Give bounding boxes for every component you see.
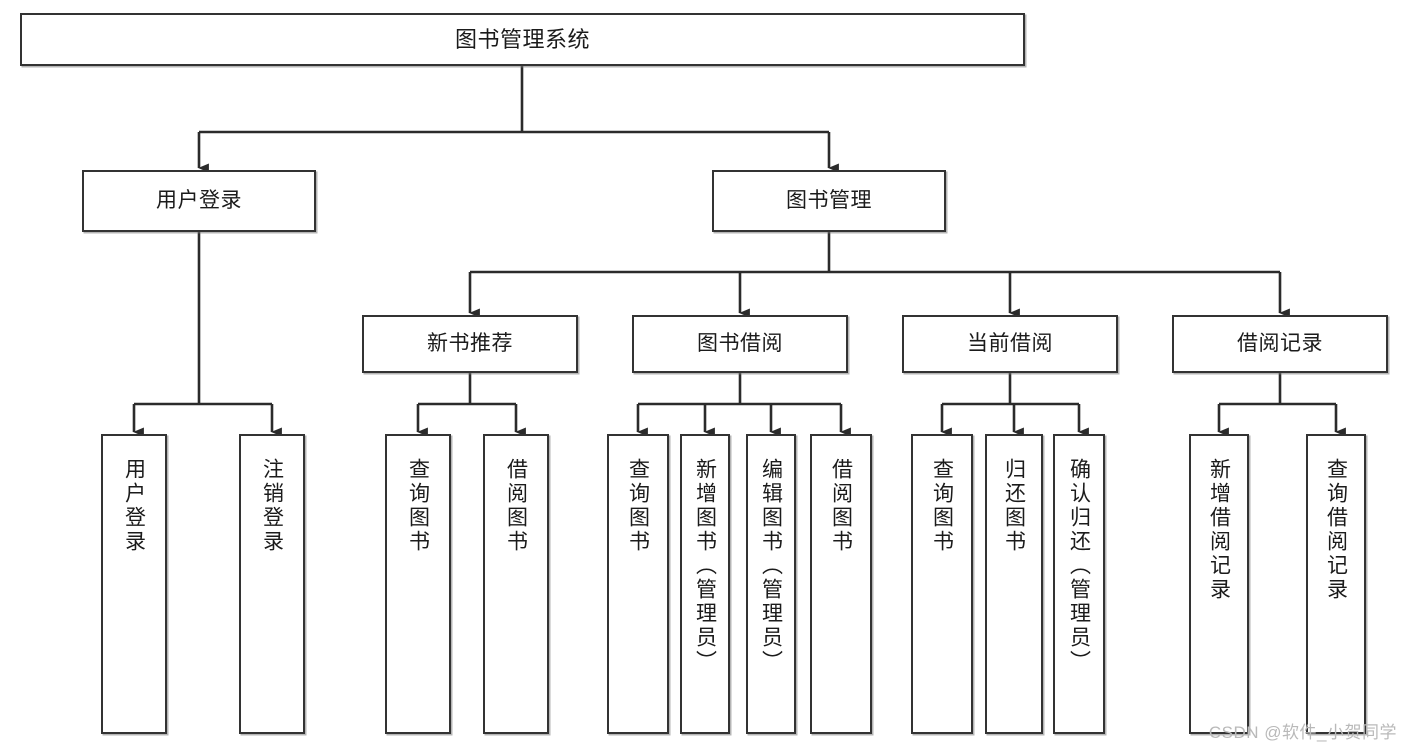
node-leaf-query-book-3-label: 查询图书: [930, 458, 954, 554]
node-book-borrow-label: 图书借阅: [697, 331, 783, 355]
node-leaf-borrow-book-1-label: 借阅图书: [504, 458, 528, 554]
node-leaf-return-book-label: 归还图书: [1002, 458, 1026, 554]
node-leaf-borrow-book-1[interactable]: 借阅图书: [483, 434, 549, 734]
node-book-manage[interactable]: 图书管理: [712, 170, 946, 232]
node-leaf-query-record[interactable]: 查询借阅记录: [1306, 434, 1366, 734]
node-new-book-recommend-label: 新书推荐: [427, 331, 513, 355]
node-leaf-query-book-2-label: 查询图书: [626, 458, 650, 554]
node-leaf-logout-login[interactable]: 注销登录: [239, 434, 305, 734]
node-leaf-edit-book-label: 编辑图书（管理员）: [759, 458, 783, 674]
node-leaf-confirm-return-label: 确认归还（管理员）: [1067, 458, 1091, 674]
node-leaf-query-book-1-label: 查询图书: [406, 458, 430, 554]
node-leaf-query-book-3[interactable]: 查询图书: [911, 434, 973, 734]
node-current-borrow[interactable]: 当前借阅: [902, 315, 1118, 373]
node-leaf-return-book[interactable]: 归还图书: [985, 434, 1043, 734]
node-leaf-add-book[interactable]: 新增图书（管理员）: [680, 434, 730, 734]
node-leaf-logout-login-label: 注销登录: [260, 458, 284, 554]
node-root-图书管理系统-label: 图书管理系统: [454, 26, 590, 52]
node-leaf-borrow-book-2-label: 借阅图书: [829, 458, 853, 554]
node-borrow-record-label: 借阅记录: [1237, 331, 1323, 355]
node-leaf-add-record[interactable]: 新增借阅记录: [1189, 434, 1249, 734]
node-borrow-record[interactable]: 借阅记录: [1172, 315, 1388, 373]
node-leaf-borrow-book-2[interactable]: 借阅图书: [810, 434, 872, 734]
node-leaf-user-login-label: 用户登录: [122, 458, 146, 554]
node-leaf-edit-book[interactable]: 编辑图书（管理员）: [746, 434, 796, 734]
node-leaf-query-book-1[interactable]: 查询图书: [385, 434, 451, 734]
node-leaf-add-record-label: 新增借阅记录: [1207, 458, 1231, 602]
node-book-borrow[interactable]: 图书借阅: [632, 315, 848, 373]
node-leaf-query-book-2[interactable]: 查询图书: [607, 434, 669, 734]
node-leaf-query-record-label: 查询借阅记录: [1324, 458, 1348, 602]
node-new-book-recommend[interactable]: 新书推荐: [362, 315, 578, 373]
node-leaf-user-login[interactable]: 用户登录: [101, 434, 167, 734]
node-book-manage-label: 图书管理: [786, 188, 872, 212]
node-current-borrow-label: 当前借阅: [967, 331, 1053, 355]
node-user-login-label: 用户登录: [156, 188, 242, 212]
node-root-图书管理系统[interactable]: 图书管理系统: [20, 13, 1025, 66]
node-leaf-confirm-return[interactable]: 确认归还（管理员）: [1053, 434, 1105, 734]
node-leaf-add-book-label: 新增图书（管理员）: [693, 458, 717, 674]
node-user-login[interactable]: 用户登录: [82, 170, 316, 232]
